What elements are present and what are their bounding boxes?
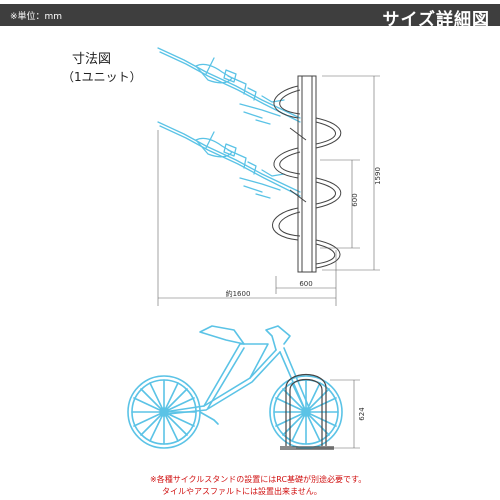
drawing-title: 寸法図 [72, 52, 112, 67]
dimension-lines [157, 75, 380, 449]
dim-label-height-total: 1590 [374, 167, 382, 185]
page-title: サイズ詳細図 [382, 10, 490, 30]
install-note-2: タイルやアスファルトには設置出来ません。 [162, 487, 322, 496]
lower-bicycle-top [157, 121, 301, 199]
rack-side-view [280, 374, 334, 450]
install-note-1: ※各種サイクルスタンドの設置にはRC基礎が別途必要です。 [150, 475, 367, 484]
unit-note: ※単位：mm [10, 12, 63, 22]
upper-bicycle-top [157, 47, 301, 125]
header-bar [0, 4, 500, 26]
dim-label-length: 約1600 [226, 289, 251, 298]
dim-label-wheel-height: 624 [358, 407, 366, 421]
drawing-unit: （1ユニット） [62, 70, 142, 84]
side-bicycle [127, 325, 343, 449]
dim-label-height-mid: 600 [351, 193, 359, 206]
dim-label-depth: 600 [299, 280, 312, 288]
rack-top-view [272, 75, 342, 273]
